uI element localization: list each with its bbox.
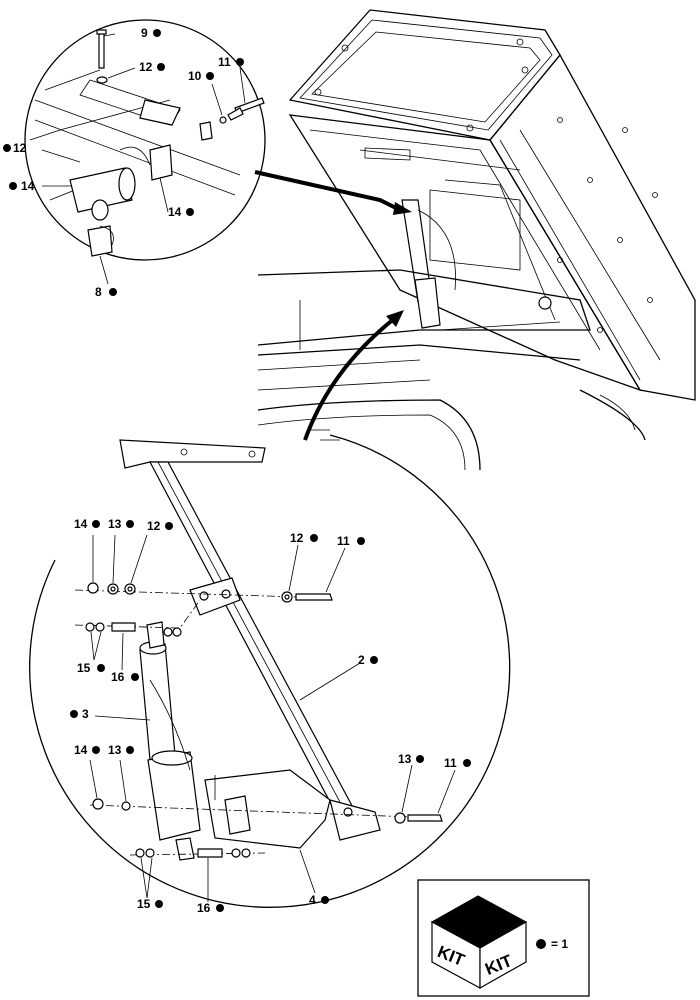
kit-box-icon [430, 895, 528, 990]
callout-14: 14 [74, 743, 100, 757]
kit-dot-icon [206, 72, 214, 80]
kit-dot-icon [126, 746, 134, 754]
kit-dot-icon [9, 182, 17, 190]
vehicle-dump-bed [257, 9, 696, 471]
kit-dot-icon [416, 755, 424, 763]
leader-lines [41, 33, 456, 902]
callout-14: 14 [74, 517, 100, 531]
callout-15: 15 [77, 661, 105, 675]
callout-label: 14 [168, 205, 182, 219]
callout-15: 15 [137, 897, 163, 911]
callout-10: 10 [188, 69, 214, 83]
callout-label: 11 [337, 534, 350, 548]
callout-label: 12 [290, 531, 304, 545]
legend-equals: = 1 [551, 937, 568, 951]
callout-label: 16 [197, 901, 211, 915]
callout-label: 15 [77, 661, 91, 675]
callout-label: 12 [139, 60, 153, 74]
callout-label: 4 [309, 893, 316, 907]
callout-16: 16 [197, 901, 224, 915]
callout-label: 14 [21, 179, 35, 193]
kit-dot-icon [236, 58, 244, 66]
callout-label: 2 [358, 653, 365, 667]
callout-label: 13 [108, 517, 122, 531]
kit-dot-icon [126, 520, 134, 528]
callout-11: 11 [218, 55, 244, 69]
kit-dot-icon [3, 144, 11, 152]
callout-13: 13 [108, 517, 134, 531]
arrowhead-bottom [386, 310, 404, 327]
kit-dot-icon [186, 208, 194, 216]
callout-label: 13 [398, 752, 412, 766]
callout-11: 11 [337, 534, 365, 548]
kit-dot-icon [357, 537, 365, 545]
callout-12: 12 [139, 60, 165, 74]
kit-dot-icon [463, 759, 471, 767]
kit-dot-icon [370, 656, 378, 664]
callout-label: 13 [108, 743, 122, 757]
callout-label: 9 [141, 26, 148, 40]
callout-14: 14 [9, 179, 35, 193]
kit-dot-icon [216, 904, 224, 912]
detail-circle-top [24, 19, 266, 261]
kit-dot-icon [321, 896, 329, 904]
kit-dot-icon [131, 673, 139, 681]
callout-label: 10 [188, 69, 202, 83]
callout-label: 8 [95, 285, 102, 299]
kit-dot-icon [536, 939, 546, 949]
callout-label: 11 [444, 756, 457, 770]
callout-8: 8 [95, 285, 117, 299]
callout-label: 14 [74, 517, 88, 531]
callout-label: 3 [82, 707, 89, 721]
arrowhead-top [393, 202, 412, 215]
kit-dot-icon [92, 520, 100, 528]
callout-label: 14 [74, 743, 88, 757]
callout-13: 13 [108, 743, 134, 757]
callout-2: 2 [358, 653, 378, 667]
kit-dot-icon [165, 522, 173, 530]
callout-12: 12 [147, 519, 173, 533]
callout-14: 14 [168, 205, 194, 219]
pointer-arrow-bottom [303, 316, 397, 441]
pointer-arrow-top [254, 170, 401, 212]
callout-3: 3 [70, 707, 89, 721]
callout-12: 12 [290, 531, 318, 545]
callout-12: 12 [3, 141, 27, 155]
kit-dot-icon [155, 900, 163, 908]
callout-11: 11 [444, 756, 471, 770]
callout-label: 12 [147, 519, 161, 533]
callout-label: 15 [137, 897, 151, 911]
callout-9: 9 [141, 26, 161, 40]
kit-dot-icon [92, 746, 100, 754]
detail-circle-bottom [29, 434, 511, 908]
kit-dot-icon [153, 29, 161, 37]
callout-label: 16 [111, 670, 125, 684]
kit-dot-icon [97, 664, 105, 672]
callout-13: 13 [398, 752, 424, 766]
kit-dot-icon [157, 63, 165, 71]
kit-dot-icon [109, 288, 117, 296]
kit-legend: KIT KIT = 1 [417, 879, 590, 997]
callout-4: 4 [309, 893, 329, 907]
callout-16: 16 [111, 670, 139, 684]
kit-dot-icon [70, 710, 78, 718]
kit-dot-icon [310, 534, 318, 542]
callout-label: 11 [218, 55, 231, 69]
callout-label: 12 [13, 141, 27, 155]
